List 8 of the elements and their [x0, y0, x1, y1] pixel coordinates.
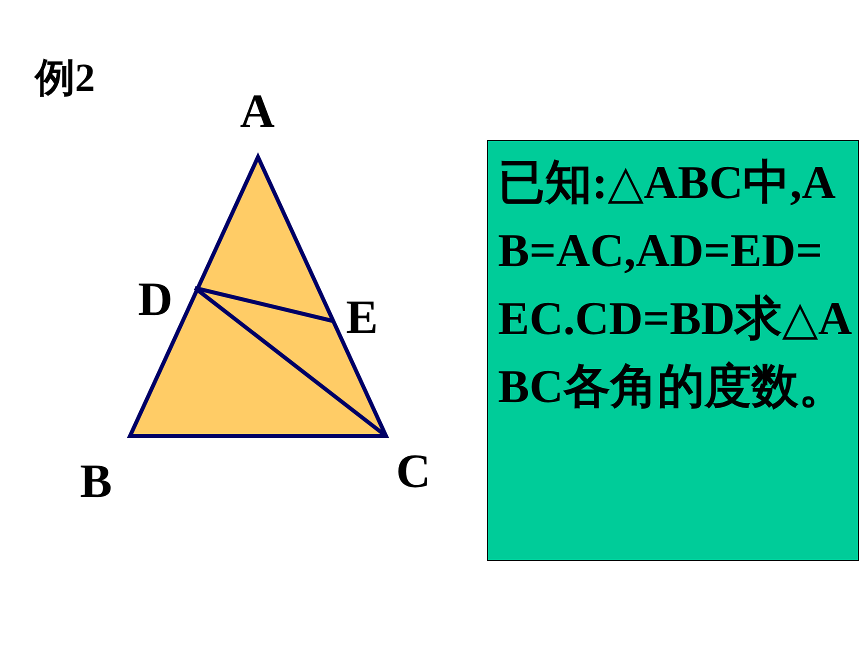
problem-box	[487, 140, 859, 561]
point-label: C	[396, 448, 431, 496]
example-number: 例2	[35, 58, 95, 98]
point-label: A	[240, 88, 275, 136]
point-label: B	[80, 458, 112, 506]
problem-text: 已知:△ABC中,AB=AC,AD=ED=EC.CD=BD求△ABC各角的度数。	[498, 156, 853, 415]
point-label: E	[346, 294, 378, 342]
point-label: D	[138, 276, 173, 324]
